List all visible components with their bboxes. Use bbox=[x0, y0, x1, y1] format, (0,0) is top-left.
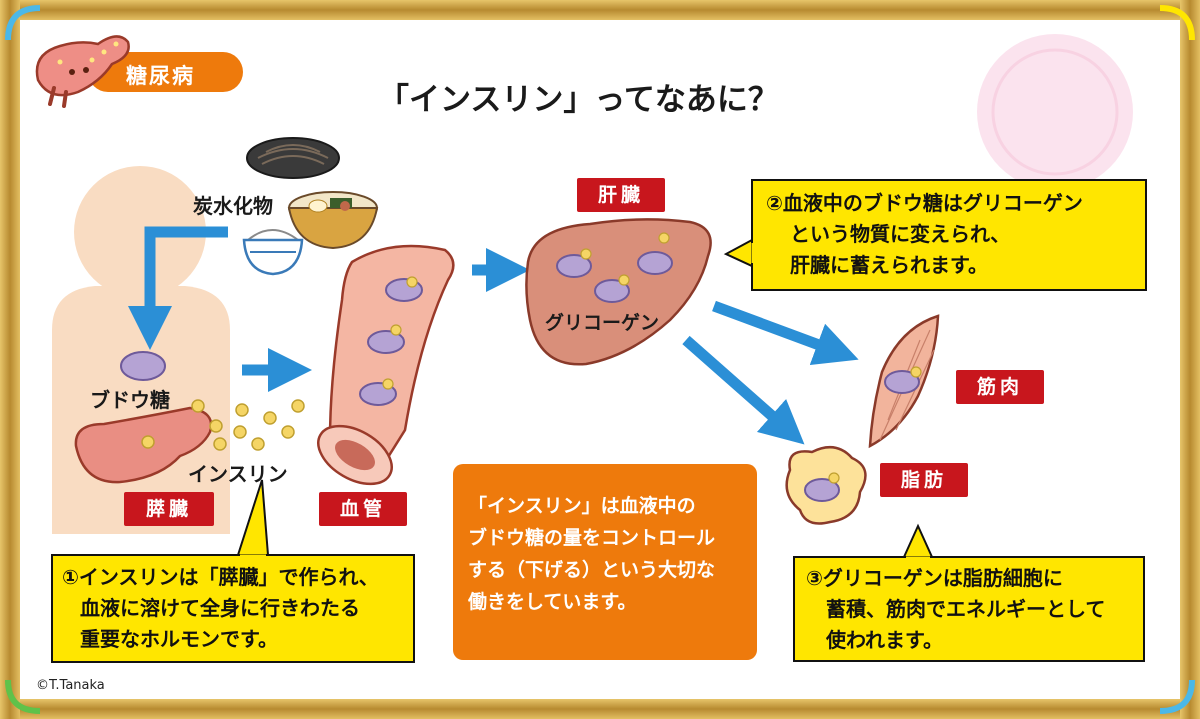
page-title: 「インスリン」ってなあに？ bbox=[378, 82, 779, 118]
arrow-carbs-to-glucose bbox=[128, 226, 228, 350]
liver-tag: 肝臓 bbox=[577, 178, 665, 212]
category-badge-label: 糖尿病 bbox=[126, 64, 195, 88]
noodle-plate-icon bbox=[246, 137, 340, 179]
note3-line: 蓄積、筋肉でエネルギーとして bbox=[826, 597, 1106, 621]
glucose-particle bbox=[120, 351, 166, 381]
decorative-circle bbox=[977, 34, 1133, 190]
muscle-organ bbox=[868, 314, 940, 449]
note3-box bbox=[793, 523, 1145, 662]
pancreas-tag: 膵臓 bbox=[124, 492, 214, 526]
blood-vessel-tag: 血管 bbox=[319, 492, 407, 526]
glycogen-label: グリコーゲン bbox=[545, 312, 660, 334]
rice-bowl-icon bbox=[242, 229, 304, 276]
note1-text: ①インスリンは「膵臓」で作られ、 血液に溶けて全身に行きわたる 重要なホルモンで… bbox=[62, 562, 379, 655]
center-line: 働きをしています。 bbox=[468, 591, 637, 613]
note2-line: という物質に変えられ、 bbox=[790, 222, 1011, 246]
note1-line: ①インスリンは「膵臓」で作られ、 bbox=[62, 565, 379, 589]
note3-text: ③グリコーゲンは脂肪細胞に 蓄積、筋肉でエネルギーとして 使われます。 bbox=[806, 563, 1105, 656]
center-line: する（下げる）という大切な bbox=[468, 559, 716, 581]
fat-tag: 脂肪 bbox=[880, 463, 968, 497]
carbs-label: 炭水化物 bbox=[193, 194, 273, 218]
center-box bbox=[453, 464, 757, 660]
arrow-to-muscle bbox=[712, 300, 859, 365]
note2-line: 肝臓に蓄えられます。 bbox=[790, 253, 988, 277]
arrow-to-fat bbox=[682, 335, 805, 445]
note2-line: ②血液中のブドウ糖はグリコーゲン bbox=[766, 191, 1083, 215]
note1-line: 重要なホルモンです。 bbox=[80, 627, 278, 651]
pancreas-organ bbox=[74, 406, 213, 484]
ramen-bowl-icon bbox=[287, 191, 379, 250]
insulin-particles bbox=[191, 399, 305, 451]
note2-text: ②血液中のブドウ糖はグリコーゲン という物質に変えられ、 肝臓に蓄えられます。 bbox=[766, 188, 1083, 281]
note1-box bbox=[51, 479, 415, 663]
pancreas-mascot-icon bbox=[35, 35, 130, 108]
note2-box bbox=[723, 179, 1147, 291]
category-badge bbox=[88, 52, 243, 92]
note3-line: 使われます。 bbox=[826, 628, 943, 652]
note3-line: ③グリコーゲンは脂肪細胞に bbox=[806, 566, 1063, 590]
center-line: ブドウ糖の量をコントロール bbox=[468, 527, 716, 549]
liver-organ bbox=[525, 218, 712, 366]
center-line: 「インスリン」は血液中の bbox=[468, 495, 696, 517]
muscle-tag: 筋肉 bbox=[956, 370, 1044, 404]
insulin-label: インスリン bbox=[188, 462, 288, 486]
copyright: ©T.Tanaka bbox=[36, 678, 105, 693]
blood-vessel bbox=[317, 244, 455, 486]
fat-cell bbox=[785, 445, 867, 525]
center-box-text: 「インスリン」は血液中の ブドウ糖の量をコントロール する（下げる）という大切な… bbox=[468, 490, 715, 618]
glucose-label: ブドウ糖 bbox=[90, 388, 170, 412]
note1-line: 血液に溶けて全身に行きわたる bbox=[80, 596, 360, 620]
